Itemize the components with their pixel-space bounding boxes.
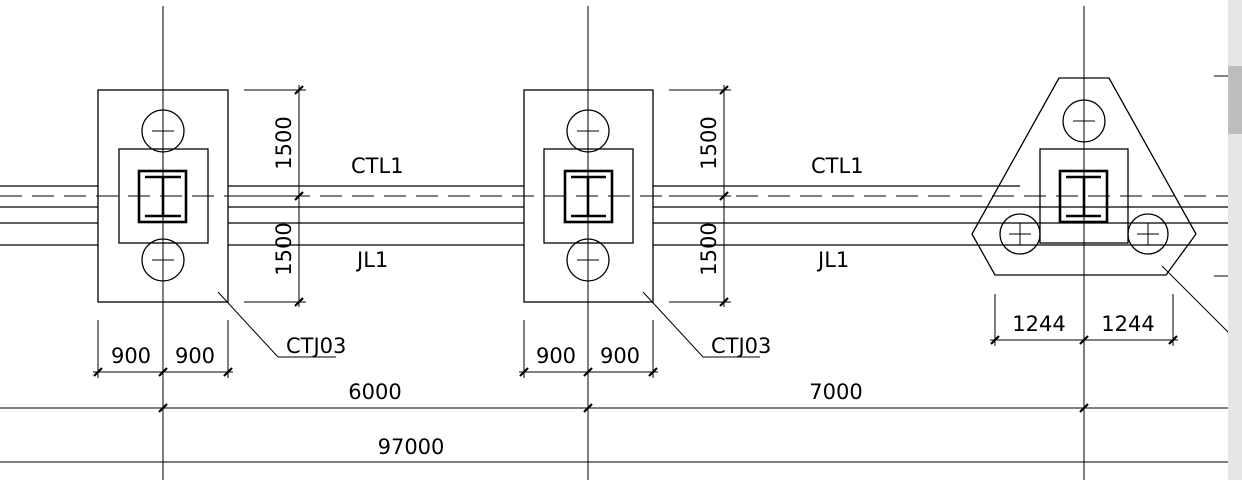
dim-tick <box>93 367 233 377</box>
column-pedestal <box>118 148 209 244</box>
total-span-text: 97000 <box>378 435 445 459</box>
labels: CTL1 CTL1 JL1 JL1 CTJ03 CTJ03 1500 1500 … <box>111 116 1155 459</box>
dim-tick <box>719 85 729 307</box>
dim-tick <box>990 335 1178 345</box>
dim-text: 900 <box>111 344 151 368</box>
cap-leader <box>642 291 760 358</box>
dim-text: 1500 <box>697 222 721 275</box>
dim-tick <box>158 403 1089 413</box>
pile-cross <box>152 120 174 142</box>
span-text: 7000 <box>809 380 862 404</box>
dim-text: 1500 <box>272 116 296 169</box>
pile-circle <box>1062 99 1106 143</box>
pile-circle <box>566 109 610 153</box>
beam-label-jl1: JL1 <box>816 248 849 272</box>
cap-label-ctj03: CTJ03 <box>286 334 346 358</box>
steel-column <box>1058 169 1109 224</box>
pile-cap-1 <box>97 89 229 303</box>
i-section-icon <box>1066 175 1101 218</box>
dim-text: 1244 <box>1101 312 1154 336</box>
dim-text: 900 <box>536 344 576 368</box>
pile-circle <box>1127 213 1169 255</box>
dim-text: 1500 <box>272 222 296 275</box>
i-section-icon <box>145 175 181 218</box>
dim-tick <box>294 85 304 307</box>
pile-cross <box>577 120 599 142</box>
dim-text: 900 <box>175 344 215 368</box>
cap-leader <box>1161 265 1231 335</box>
span-dimensions <box>0 403 1228 463</box>
beam-label-ctl1: CTL1 <box>351 154 404 178</box>
scrollbar-thumb[interactable] <box>1228 66 1242 134</box>
dim-tick <box>519 367 658 377</box>
pile-cross <box>1137 223 1159 245</box>
cap-leaders <box>217 291 760 358</box>
cap-width-dimensions <box>93 294 1178 378</box>
steel-column <box>563 169 614 224</box>
beam-label-ctl1: CTL1 <box>811 154 864 178</box>
cap-outline <box>97 89 229 303</box>
vertical-dimensions <box>244 75 1228 307</box>
dim-text: 900 <box>600 344 640 368</box>
dim-text: 1500 <box>697 116 721 169</box>
pile-circle <box>999 213 1041 255</box>
steel-column <box>137 169 188 224</box>
pile-cross <box>1009 223 1031 245</box>
pile-cap-2 <box>523 89 654 303</box>
pile-cross <box>1073 110 1095 132</box>
column-pedestal <box>543 148 634 244</box>
i-section-icon <box>571 175 606 218</box>
dim-text: 1244 <box>1012 312 1065 336</box>
pile-circle <box>141 109 185 153</box>
cap-label-ctj03: CTJ03 <box>711 334 771 358</box>
cap-outline <box>971 77 1197 276</box>
pile-cap-3 <box>971 77 1231 335</box>
vertical-scrollbar[interactable] <box>1228 0 1242 480</box>
cap-outline <box>523 89 654 303</box>
column-pedestal <box>1039 148 1129 244</box>
pile-circle <box>141 238 185 282</box>
beam-label-jl1: JL1 <box>355 248 388 272</box>
pile-circle <box>566 238 610 282</box>
span-text: 6000 <box>348 380 401 404</box>
beam-lines <box>0 185 1228 246</box>
cap-leader <box>217 291 336 358</box>
